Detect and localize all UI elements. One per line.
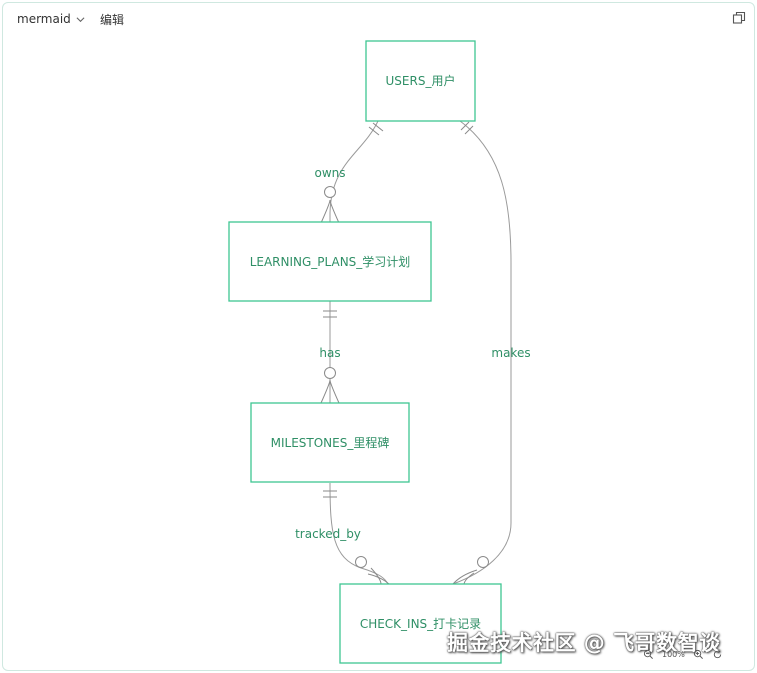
entity-learning-plans-label: LEARNING_PLANS_学习计划	[250, 254, 411, 269]
entity-users-label: USERS_用户	[386, 73, 456, 88]
marker-milestones-zero-many	[320, 367, 340, 404]
edge-users-check-ins	[452, 120, 512, 585]
marker-milestones-one	[323, 490, 337, 498]
entity-check-ins[interactable]: CHECK_INS_打卡记录	[339, 583, 502, 664]
edit-button[interactable]: 编辑	[100, 13, 125, 27]
rel-label-owns: owns	[314, 166, 345, 180]
rel-label-has: has	[319, 346, 340, 360]
zoom-out-icon[interactable]	[643, 649, 654, 660]
er-diagram: USERS_用户 LEARNING_PLANS_学习计划 MILESTONES_…	[228, 40, 531, 664]
rel-label-makes: makes	[491, 346, 530, 360]
entity-learning-plans[interactable]: LEARNING_PLANS_学习计划	[228, 221, 432, 302]
reset-zoom-icon[interactable]	[712, 649, 723, 660]
marker-learning-plans-zero-many	[320, 186, 340, 224]
marker-check-ins-tracked-zero-many	[355, 556, 390, 585]
copy-icon[interactable]	[732, 11, 746, 25]
preview-toolbar: mermaid 编辑	[3, 3, 754, 33]
zoom-controls: 100%	[643, 649, 723, 660]
chevron-down-icon	[76, 16, 85, 22]
language-select[interactable]: mermaid	[17, 12, 85, 26]
marker-check-ins-makes-zero-many	[452, 556, 489, 585]
entity-milestones-label: MILESTONES_里程碑	[271, 435, 390, 450]
zoom-in-icon[interactable]	[693, 649, 704, 660]
edge-users-learning-plans	[329, 120, 379, 223]
watermark: 掘金技术社区 @ 飞哥数智谈	[447, 631, 721, 655]
entity-users[interactable]: USERS_用户	[365, 40, 476, 122]
zoom-level: 100%	[662, 650, 685, 659]
language-select-value: mermaid	[17, 12, 71, 26]
marker-learning-plans-one	[323, 310, 337, 318]
marker-users-makes-one	[460, 121, 474, 135]
entity-check-ins-label: CHECK_INS_打卡记录	[360, 617, 481, 631]
rel-label-tracked-by: tracked_by	[295, 527, 361, 541]
entity-milestones[interactable]: MILESTONES_里程碑	[250, 402, 410, 483]
marker-users-owns-one	[368, 122, 384, 136]
